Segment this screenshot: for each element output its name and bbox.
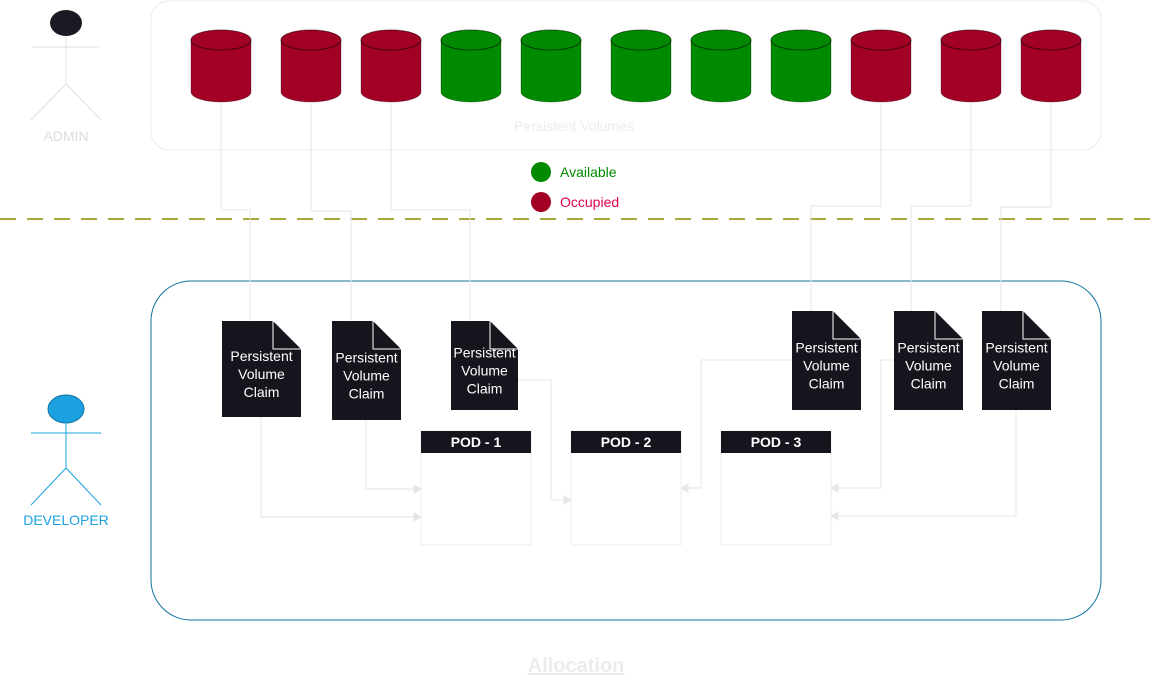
volumes-group xyxy=(190,29,1082,103)
pvc-label-line-1: Persistent xyxy=(795,340,857,356)
connector-pvc6-pod3 xyxy=(834,410,1017,517)
cylinder-top xyxy=(190,29,252,51)
pod-title: POD - 1 xyxy=(451,434,502,450)
pod-header xyxy=(571,431,681,453)
pvc-label-line-2: Volume xyxy=(343,368,390,384)
connector-pvc2-pod1 xyxy=(365,420,418,490)
pvc-label-line-3: Claim xyxy=(999,376,1035,392)
pvc-label-line-3: Claim xyxy=(467,381,503,397)
pvc-label-line-1: Persistent xyxy=(985,340,1047,356)
pvc-label-line-1: Persistent xyxy=(335,350,397,366)
available-legend-dot xyxy=(531,162,551,182)
pvc-label-line-1: Persistent xyxy=(897,340,959,356)
document-icon xyxy=(792,311,861,410)
pod-2: POD - 2 xyxy=(570,430,682,546)
document-icon xyxy=(222,321,301,417)
persistent-volume-5-available xyxy=(520,29,582,103)
persistent-volumes-label: Persistent Volumes xyxy=(514,118,634,134)
cylinder-top xyxy=(770,29,832,51)
pod-3: POD - 3 xyxy=(720,430,832,546)
pvc-label-line-2: Volume xyxy=(803,358,850,374)
document-icon xyxy=(894,311,963,410)
connector-pvc3-pod2 xyxy=(518,379,568,501)
pods-group: POD - 1 POD - 2 POD - 3 xyxy=(420,430,832,546)
developer-actor: DEVELOPER xyxy=(23,394,109,528)
admin-label: ADMIN xyxy=(43,128,88,144)
connector-pv10-pvc5 xyxy=(910,102,972,311)
persistent-volume-6-available xyxy=(610,29,672,103)
occupied-legend-dot xyxy=(531,192,551,212)
available-legend-label: Available xyxy=(560,164,617,180)
persistent-volume-1-occupied xyxy=(190,29,252,103)
developer-head-icon xyxy=(47,394,85,424)
pod-header xyxy=(721,431,831,453)
cylinder-top xyxy=(940,29,1002,51)
pvc-label-line-3: Claim xyxy=(349,386,385,402)
connector-pv3-pvc3 xyxy=(390,102,471,321)
document-icon xyxy=(451,321,518,410)
cylinder-top xyxy=(360,29,422,51)
pod-header xyxy=(421,431,531,453)
connector-pvc5-pod3 xyxy=(834,359,894,489)
cylinder-top xyxy=(520,29,582,51)
pod-title: POD - 2 xyxy=(601,434,652,450)
pvc-label-line-1: Persistent xyxy=(230,348,292,364)
persistent-volume-8-available xyxy=(770,29,832,103)
connector-pv9-pvc4 xyxy=(810,102,882,311)
cylinder-top xyxy=(690,29,752,51)
persistent-volume-11-occupied xyxy=(1020,29,1082,103)
pvc-label-line-2: Volume xyxy=(905,358,952,374)
pvc-label-line-1: Persistent xyxy=(453,345,515,361)
pvc-label-line-2: Volume xyxy=(993,358,1040,374)
cylinder-top xyxy=(850,29,912,51)
persistent-volume-2-occupied xyxy=(280,29,342,103)
persistent-volume-3-occupied xyxy=(360,29,422,103)
pvc-label-line-2: Volume xyxy=(461,363,508,379)
document-icon xyxy=(982,311,1051,410)
persistent-volume-10-occupied xyxy=(940,29,1002,103)
connector-pv2-pvc2 xyxy=(310,102,352,321)
pvc-label-line-2: Volume xyxy=(238,366,285,382)
pod-1: POD - 1 xyxy=(420,430,532,546)
pvc-label-line-3: Claim xyxy=(244,384,280,400)
admin-actor: ADMIN xyxy=(30,10,102,144)
claims-group: PersistentVolumeClaimPersistentVolumeCla… xyxy=(222,311,1051,420)
cylinder-top xyxy=(1020,29,1082,51)
pvc-label-line-3: Claim xyxy=(911,376,947,392)
connector-pv1-pvc1 xyxy=(220,102,251,321)
persistent-volume-9-occupied xyxy=(850,29,912,103)
persistent-volume-7-available xyxy=(690,29,752,103)
connectors xyxy=(220,102,1052,522)
admin-head-icon xyxy=(50,10,82,36)
cylinder-top xyxy=(440,29,502,51)
occupied-legend-label: Occupied xyxy=(560,194,619,210)
persistent-volume-4-available xyxy=(440,29,502,103)
developer-label: DEVELOPER xyxy=(23,512,109,528)
connector-pv11-pvc6 xyxy=(1000,102,1052,311)
legend: Available Occupied xyxy=(531,162,619,212)
cylinder-top xyxy=(280,29,342,51)
connector-pvc4-pod3 xyxy=(684,359,792,489)
document-icon xyxy=(332,321,401,420)
allocation-title: Allocation xyxy=(528,655,625,677)
connector-pvc1-pod1 xyxy=(260,417,418,518)
pod-title: POD - 3 xyxy=(751,434,802,450)
pvc-label-line-3: Claim xyxy=(809,376,845,392)
cylinder-top xyxy=(610,29,672,51)
